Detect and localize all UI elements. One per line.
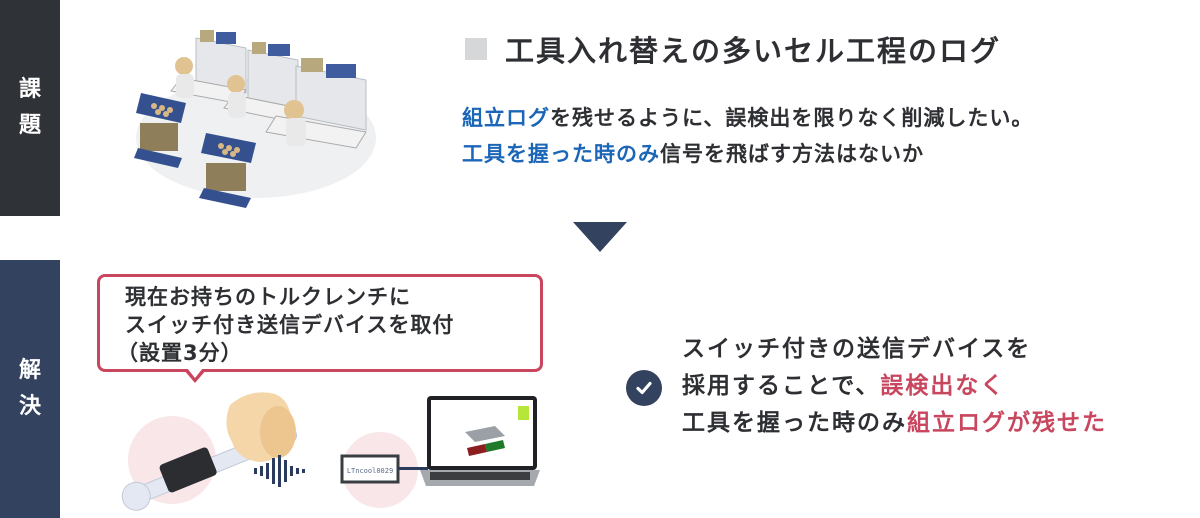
- down-arrow-icon: [573, 222, 627, 252]
- problem-section-label: 課 題: [0, 0, 60, 216]
- solution-line-2: 採用することで、誤検出なく: [682, 368, 1107, 405]
- problem-line-2-highlight: 工具を握った時のみ: [462, 142, 660, 166]
- problem-title: 工具入れ替えの多いセル工程のログ: [465, 28, 1001, 70]
- problem-line-2: 工具を握った時のみ信号を飛ばす方法はないか: [462, 136, 1033, 172]
- solution-section-label: 解 決: [0, 260, 60, 518]
- check-circle-icon: [626, 370, 662, 406]
- solution-line-1: スイッチ付きの送信デバイスを: [682, 336, 1032, 362]
- solution-line-3-highlight: 組立ログが残せた: [907, 410, 1107, 436]
- torque-wrench-with-device-illustration: [121, 392, 305, 511]
- solution-line-3-plain: 工具を握った時のみ: [682, 410, 907, 436]
- callout-tail-inner: [187, 368, 203, 378]
- problem-line-1-rest: を残せるように、誤検出を限りなく削減したい。: [550, 106, 1034, 130]
- solution-line-2-highlight: 誤検出なく: [880, 373, 1006, 399]
- receiver-and-laptop-illustration: LTncool0029: [340, 396, 540, 508]
- solution-label-char-2: 決: [18, 394, 41, 419]
- problem-label-char-2: 題: [18, 113, 41, 138]
- callout-line-2: スイッチ付き送信デバイスを取付: [125, 313, 455, 337]
- problem-line-1: 組立ログを残せるように、誤検出を限りなく削減したい。: [462, 100, 1033, 136]
- solution-description: スイッチ付きの送信デバイスを 採用することで、誤検出なく 工具を握った時のみ組立…: [682, 331, 1107, 442]
- problem-title-text: 工具入れ替えの多いセル工程のログ: [505, 34, 1002, 68]
- callout-line-3: （設置3分）: [117, 341, 243, 365]
- svg-text:LTncool0029: LTncool0029: [347, 467, 393, 475]
- assembly-cell-illustration: [126, 18, 378, 208]
- title-bullet-square: [465, 38, 487, 60]
- problem-label-char-1: 課: [18, 77, 41, 102]
- solution-line-2-plain: 採用することで、: [682, 373, 881, 399]
- problem-description: 組立ログを残せるように、誤検出を限りなく削減したい。 工具を握った時のみ信号を飛…: [462, 100, 1033, 172]
- callout-bubble: 現在お持ちのトルクレンチに スイッチ付き送信デバイスを取付 （設置3分）: [97, 274, 543, 372]
- callout-line-1: 現在お持ちのトルクレンチに: [125, 285, 411, 309]
- solution-label-char-1: 解: [18, 358, 41, 383]
- problem-line-1-highlight: 組立ログ: [462, 106, 550, 130]
- solution-line-3: 工具を握った時のみ組立ログが残せた: [682, 405, 1107, 442]
- problem-line-2-rest: 信号を飛ばす方法はないか: [660, 142, 924, 166]
